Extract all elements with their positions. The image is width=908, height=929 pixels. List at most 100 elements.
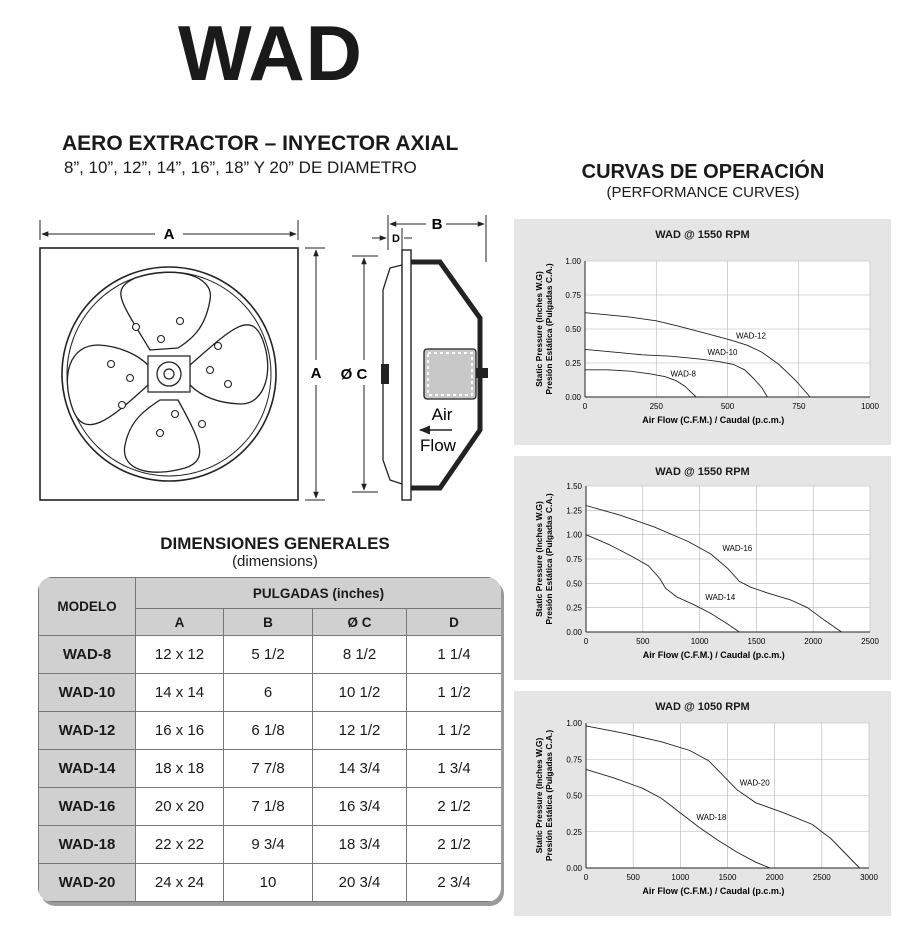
x-tick-label: 1000 (691, 637, 709, 646)
y-tick-label: 0.00 (566, 628, 582, 637)
chart-panel-1: WAD @ 1550 RPM 0.00 0.25 0.50 0.75 1.00 0 250 5… (514, 219, 891, 445)
series-line-wad-14 (585, 534, 740, 633)
cell-a: 24 x 24 (135, 863, 224, 902)
cell-c: 10 1/2 (312, 673, 407, 712)
x-tick-label: 2000 (804, 637, 822, 646)
x-tick-label: 2500 (813, 873, 831, 882)
cell-a: 16 x 16 (135, 711, 224, 750)
cell-c: 16 3/4 (312, 787, 407, 826)
model-cell: WAD-14 (38, 749, 136, 788)
column-header-d: D (405, 608, 501, 636)
model-cell: WAD-12 (38, 711, 136, 750)
series-line-wad-12 (584, 312, 811, 398)
inches-header: PULGADAS (inches) (134, 577, 501, 609)
chart-panel-2: WAD @ 1550 RPM 0.00 0.25 0.50 0.75 1.00 1.25 1… (514, 456, 891, 680)
series-label: WAD-20 (740, 778, 770, 787)
table-row: WAD-8 12 x 12 5 1/2 8 1/2 1 1/4 (38, 635, 501, 674)
cell-a: 12 x 12 (135, 635, 224, 674)
y-tick-label: 0.75 (565, 291, 581, 300)
x-tick-label: 500 (626, 873, 640, 882)
y-axis-label: Static Pressure (Inches W.G) (534, 271, 544, 387)
x-tick-label: 0 (583, 402, 588, 411)
cell-b: 7 1/8 (223, 787, 313, 826)
chart-title: WAD @ 1050 RPM (655, 701, 750, 713)
series-line-wad-10 (584, 348, 768, 398)
x-tick-label: 1500 (748, 637, 766, 646)
x-tick-label: 500 (721, 402, 735, 411)
dim-label-c: Ø C (341, 366, 368, 383)
y-tick-label: 0.75 (566, 755, 582, 764)
x-tick-label: 0 (584, 873, 589, 882)
dim-label-d: D (392, 233, 400, 245)
product-subtitle: 8”, 10”, 12”, 14”, 16”, 18” Y 20” DE DIA… (64, 158, 417, 177)
series-label: WAD-18 (696, 813, 726, 822)
dimensions-title: DIMENSIONES GENERALES (160, 534, 390, 553)
series-label: WAD-16 (722, 544, 752, 553)
y-tick-label: 0.25 (565, 359, 581, 368)
cell-a: 18 x 18 (135, 749, 224, 788)
cell-b: 9 3/4 (223, 825, 313, 864)
x-axis-label: Air Flow (C.F.M.) / Caudal (p.c.m.) (642, 886, 784, 896)
x-tick-label: 2000 (766, 873, 784, 882)
front-view (39, 220, 325, 501)
table-row: WAD-16 20 x 20 7 1/8 16 3/4 2 1/2 (38, 787, 501, 826)
series-label: WAD-8 (671, 370, 697, 379)
cell-d: 1 1/2 (405, 673, 501, 712)
air-label: Air (432, 405, 453, 424)
performance-chart-2: 0.00 0.25 0.50 0.75 1.00 1.25 1.50 0 500 1000 1500… (534, 482, 879, 660)
product-title: AERO EXTRACTOR – INYECTOR AXIAL (62, 132, 459, 155)
y-tick-label: 0.00 (566, 864, 582, 873)
model-header: MODELO (38, 577, 136, 636)
y-tick-label: 0.75 (566, 555, 582, 564)
series-line-wad-16 (585, 505, 842, 633)
x-tick-label: 0 (584, 637, 589, 646)
x-axis-label: Air Flow (C.F.M.) / Caudal (p.c.m.) (643, 650, 785, 660)
y-tick-label: 0.50 (566, 579, 582, 588)
cell-b: 10 (223, 863, 313, 902)
y-axis-label: Static Pressure (Inches W.G) (534, 737, 544, 853)
y-tick-label: 1.00 (565, 257, 581, 266)
cell-b: 6 1/8 (223, 711, 313, 750)
cell-d: 2 1/2 (405, 825, 501, 864)
table-row: WAD-14 18 x 18 7 7/8 14 3/4 1 3/4 (38, 749, 501, 788)
series-line-wad-8 (585, 369, 697, 398)
x-tick-label: 250 (650, 402, 664, 411)
model-cell: WAD-18 (38, 825, 136, 864)
table-row: WAD-18 22 x 22 9 3/4 18 3/4 2 1/2 (38, 825, 501, 864)
table-row: WAD-12 16 x 16 6 1/8 12 1/2 1 1/2 (38, 711, 501, 750)
cell-d: 1 3/4 (405, 749, 501, 788)
y-axis-label: Presión Estática (Pulgadas C.A.) (544, 263, 554, 394)
column-header-c: Ø C (312, 608, 407, 636)
series-line-wad-18 (585, 768, 771, 869)
x-tick-label: 750 (792, 402, 806, 411)
table-row: WAD-10 14 x 14 6 10 1/2 1 1/2 (38, 673, 501, 712)
y-tick-label: 0.25 (566, 604, 582, 613)
x-tick-label: 1500 (719, 873, 737, 882)
series-line-wad-20 (585, 725, 860, 869)
model-cell: WAD-20 (38, 863, 136, 902)
chart-title: WAD @ 1550 RPM (655, 229, 750, 241)
model-cell: WAD-16 (38, 787, 136, 826)
series-label: WAD-14 (705, 593, 735, 602)
y-tick-label: 1.00 (566, 531, 582, 540)
cell-d: 2 1/2 (405, 787, 501, 826)
y-tick-label: 0.50 (565, 325, 581, 334)
x-tick-label: 3000 (860, 873, 878, 882)
cell-a: 14 x 14 (135, 673, 224, 712)
y-axis-label: Static Pressure (Inches W.G) (534, 501, 544, 617)
cell-d: 2 3/4 (405, 863, 501, 902)
column-header-a: A (135, 608, 224, 636)
fan-drawing: A A Ø C B D Air Flow (39, 215, 488, 501)
series-label: WAD-12 (736, 332, 766, 341)
cell-a: 22 x 22 (135, 825, 224, 864)
x-tick-label: 500 (636, 637, 650, 646)
y-tick-label: 1.50 (566, 482, 582, 491)
curves-title: CURVAS DE OPERACIÓN (581, 161, 825, 183)
y-tick-label: 0.00 (565, 393, 581, 402)
dimensions-subtitle: (dimensions) (232, 553, 318, 570)
y-tick-label: 1.25 (566, 506, 582, 515)
x-tick-label: 1000 (861, 402, 879, 411)
y-axis-label: Presión Estática (Pulgadas C.A.) (544, 730, 554, 861)
cell-c: 20 3/4 (312, 863, 407, 902)
chart-title: WAD @ 1550 RPM (655, 466, 750, 478)
